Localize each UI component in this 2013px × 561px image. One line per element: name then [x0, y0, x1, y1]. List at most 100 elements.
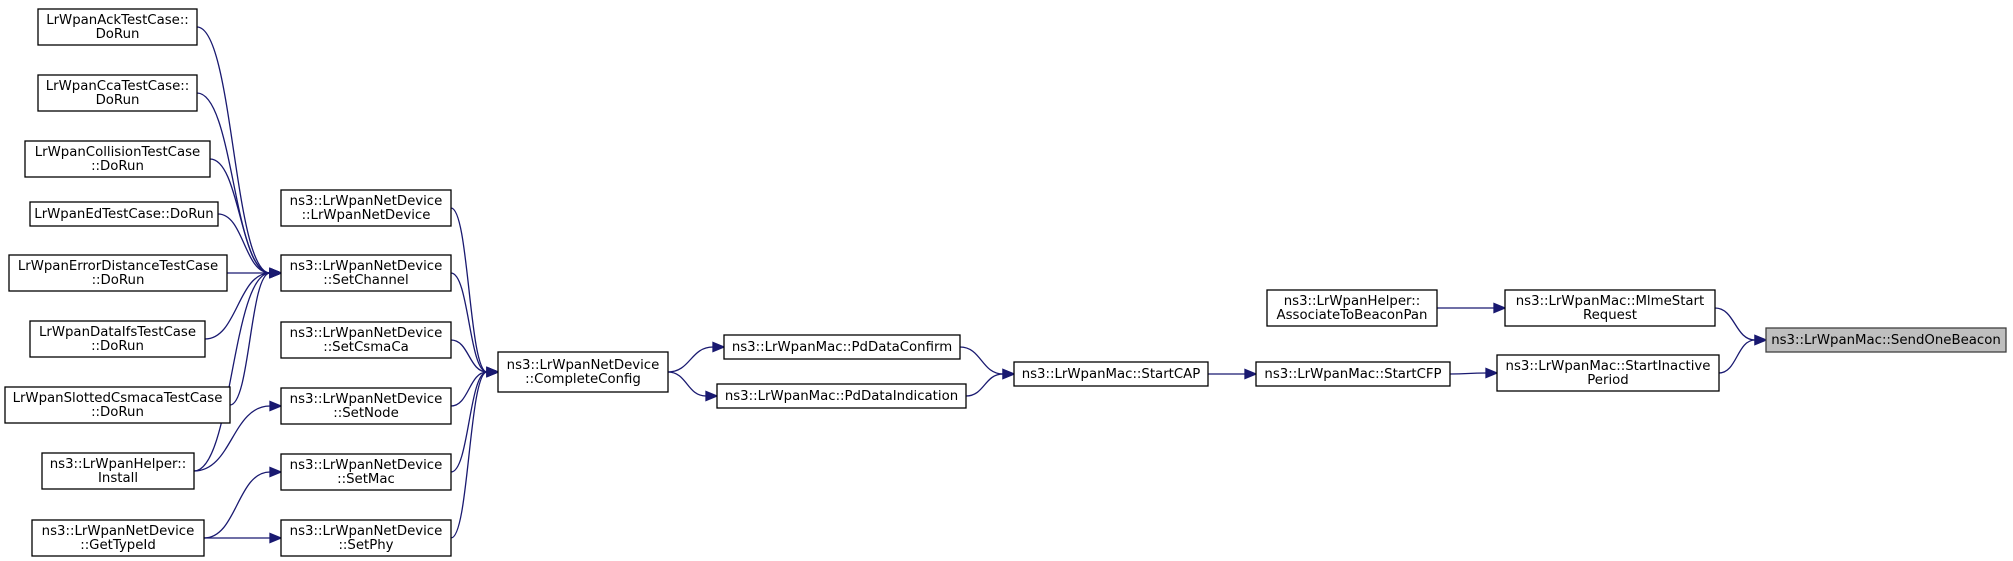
- node-box: [280, 453, 452, 491]
- edge-line: [196, 92, 271, 274]
- edge-line: [965, 373, 1004, 397]
- node-label: ns3::LrWpanNetDevice: [290, 458, 443, 473]
- node-label: Request: [1583, 308, 1637, 323]
- arrow-head-icon: [269, 400, 283, 412]
- node-startcap[interactable]: ns3::LrWpanMac::StartCAP: [1013, 361, 1209, 387]
- edge-line: [450, 371, 488, 407]
- node-acktest[interactable]: LrWpanAckTestCase::DoRun: [37, 8, 198, 46]
- node-label: ns3::LrWpanNetDevice: [507, 358, 660, 373]
- node-box: [1013, 361, 1209, 387]
- node-setchannel[interactable]: ns3::LrWpanNetDevice::SetChannel: [280, 254, 452, 292]
- node-label: ::DoRun: [91, 405, 144, 420]
- node-edtest[interactable]: LrWpanEdTestCase::DoRun: [29, 201, 219, 227]
- node-setcsmaca[interactable]: ns3::LrWpanNetDevice::SetCsmaCa: [280, 321, 452, 359]
- edge-line: [959, 346, 1004, 375]
- node-setnode[interactable]: ns3::LrWpanNetDevice::SetNode: [280, 387, 452, 425]
- node-label: LrWpanEdTestCase::DoRun: [34, 207, 213, 222]
- edge-line: [450, 371, 488, 539]
- node-box: [280, 189, 452, 227]
- node-box: [1504, 289, 1716, 327]
- node-box: [280, 321, 452, 359]
- edge-line: [450, 371, 488, 473]
- node-box: [1496, 354, 1720, 392]
- node-box: [41, 452, 195, 490]
- node-label: LrWpanCollisionTestCase: [35, 145, 200, 160]
- node-helperinstall[interactable]: ns3::LrWpanHelper::Install: [41, 452, 195, 490]
- node-completeconfig[interactable]: ns3::LrWpanNetDevice::CompleteConfig: [497, 351, 669, 393]
- edge-line: [203, 471, 271, 539]
- node-label: LrWpanCcaTestCase::: [46, 79, 189, 94]
- node-label: LrWpanAckTestCase::: [46, 13, 189, 28]
- node-label: ::SetMac: [337, 472, 395, 487]
- node-box: [37, 8, 198, 46]
- arrow-head-icon: [486, 366, 500, 378]
- edge-associate-to-mlmestart: [1436, 302, 1507, 314]
- node-ccatest[interactable]: LrWpanCcaTestCase::DoRun: [37, 74, 198, 112]
- node-label: ::SetPhy: [338, 538, 393, 553]
- node-setmac[interactable]: ns3::LrWpanNetDevice::SetMac: [280, 453, 452, 491]
- node-box: [1255, 361, 1451, 387]
- arrow-head-icon: [1244, 368, 1258, 380]
- node-box: [29, 320, 206, 358]
- node-startcfp[interactable]: ns3::LrWpanMac::StartCFP: [1255, 361, 1451, 387]
- node-box: [24, 140, 211, 178]
- edge-line: [193, 405, 271, 472]
- arrow-head-icon: [269, 267, 283, 279]
- node-slottedtest[interactable]: LrWpanSlottedCsmacaTestCase::DoRun: [4, 386, 231, 424]
- edge-line: [450, 339, 488, 373]
- arrow-head-icon: [1485, 367, 1499, 379]
- node-box: [31, 519, 205, 557]
- arrow-head-icon: [269, 466, 283, 478]
- edge-line: [667, 371, 707, 397]
- arrow-head-icon: [712, 341, 726, 353]
- node-box: [29, 201, 219, 227]
- node-pddataindication[interactable]: ns3::LrWpanMac::PdDataIndication: [716, 383, 967, 409]
- node-label: Install: [98, 471, 138, 486]
- edge-line: [196, 26, 271, 274]
- edge-gettypeid-to-setphy: [204, 532, 283, 544]
- edge-line: [450, 207, 488, 373]
- node-setphy[interactable]: ns3::LrWpanNetDevice::SetPhy: [280, 519, 452, 557]
- node-label: ns3::LrWpanNetDevice: [290, 326, 443, 341]
- node-gettypeid[interactable]: ns3::LrWpanNetDevice::GetTypeId: [31, 519, 205, 557]
- node-label: LrWpanDataIfsTestCase: [39, 325, 196, 340]
- node-label: ns3::LrWpanHelper::: [1284, 294, 1421, 309]
- arrow-head-icon: [1002, 368, 1016, 380]
- node-label: LrWpanSlottedCsmacaTestCase: [13, 391, 223, 406]
- edge-startinactive-to-sendonebeacon: [1718, 334, 1768, 374]
- node-label: ::SetCsmaCa: [323, 340, 409, 355]
- edge-line: [217, 213, 271, 274]
- edge-line: [229, 272, 271, 406]
- node-box: [280, 387, 452, 425]
- node-collisiontest[interactable]: LrWpanCollisionTestCase::DoRun: [24, 140, 211, 178]
- node-label: AssociateToBeaconPan: [1277, 308, 1428, 323]
- node-label: ns3::LrWpanMac::PdDataConfirm: [732, 340, 952, 355]
- node-label: ns3::LrWpanHelper::: [50, 457, 187, 472]
- node-associate[interactable]: ns3::LrWpanHelper::AssociateToBeaconPan: [1266, 289, 1438, 327]
- edge-helperinstall-to-setnode: [193, 400, 283, 472]
- nodes-layer: ns3::LrWpanMac::SendOneBeaconns3::LrWpan…: [4, 8, 2007, 557]
- edge-line: [1449, 372, 1487, 375]
- node-dataifstest[interactable]: LrWpanDataIfsTestCase::DoRun: [29, 320, 206, 358]
- node-sendonebeacon[interactable]: ns3::LrWpanMac::SendOneBeacon: [1765, 327, 2007, 353]
- node-label: DoRun: [96, 27, 140, 42]
- node-label: ns3::LrWpanMac::PdDataIndication: [725, 389, 958, 404]
- node-label: ::CompleteConfig: [525, 372, 641, 387]
- node-pddataconfirm[interactable]: ns3::LrWpanMac::PdDataConfirm: [723, 334, 961, 360]
- node-label: ::SetChannel: [323, 273, 408, 288]
- node-label: ns3::LrWpanMac::StartInactive: [1506, 359, 1711, 374]
- node-label: ::DoRun: [91, 339, 144, 354]
- arrow-head-icon: [269, 532, 283, 544]
- node-errordisttest[interactable]: LrWpanErrorDistanceTestCase::DoRun: [8, 254, 228, 292]
- edge-line: [193, 272, 271, 472]
- node-box: [8, 254, 228, 292]
- edge-pddataindication-to-startcap: [965, 368, 1016, 397]
- edge-line: [1718, 339, 1756, 374]
- node-label: ::DoRun: [92, 273, 145, 288]
- edge-completeconfig-to-pddataindication: [667, 371, 719, 402]
- node-ctor[interactable]: ns3::LrWpanNetDevice::LrWpanNetDevice: [280, 189, 452, 227]
- edge-setchannel-to-completeconfig: [450, 272, 500, 378]
